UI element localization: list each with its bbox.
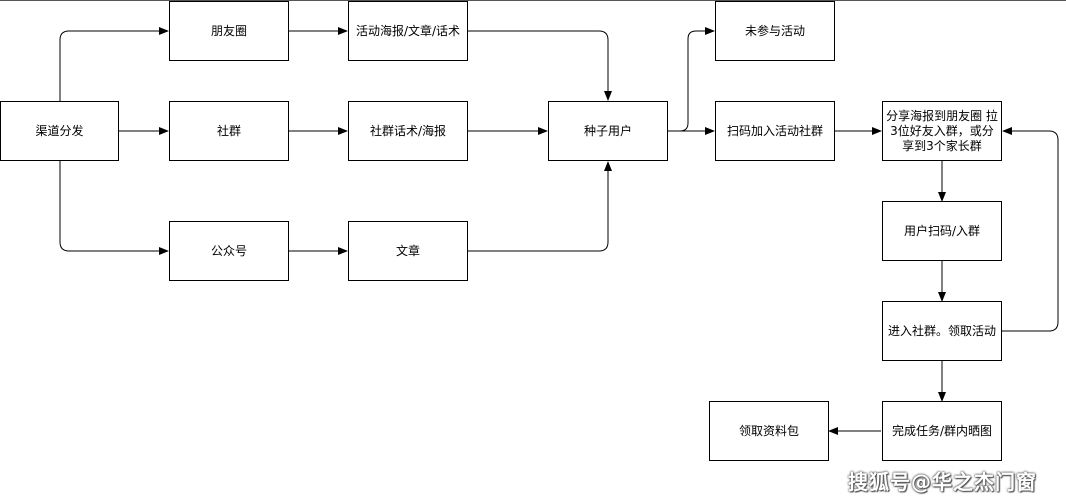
node-get-pack: 领取资料包 [709, 401, 829, 461]
node-scan-join: 扫码加入活动社群 [715, 101, 835, 161]
node-channel-label: 渠道分发 [35, 123, 84, 138]
node-article-label: 文章 [395, 243, 420, 258]
node-moments-content-label: 活动海报/文章/话术 [355, 23, 461, 38]
edge-channel-official [59, 161, 169, 255]
node-complete-task-label: 完成任务/群内晒图 [891, 423, 993, 438]
node-moments-content: 活动海报/文章/话术 [348, 1, 468, 61]
edge-moments-content-seed [468, 30, 612, 101]
node-moments: 朋友圈 [169, 1, 289, 61]
node-user-scan-label: 用户扫码/入群 [903, 223, 981, 238]
node-complete-task: 完成任务/群内晒图 [882, 401, 1002, 461]
node-enter-claim: 进入社群。领取活动 [882, 301, 1002, 361]
node-community: 社群 [169, 101, 289, 161]
node-get-pack-label: 领取资料包 [738, 423, 799, 438]
node-enter-claim-label: 进入社群。领取活动 [887, 323, 996, 338]
edge-channel-moments [59, 27, 169, 101]
edge-article-seed [468, 161, 612, 252]
node-seed-user-label: 种子用户 [583, 123, 632, 138]
node-share-task-label: 分享海报到朋友圈 拉3位好友入群，或分享到3个家长群 [886, 108, 998, 153]
node-channel: 渠道分发 [0, 101, 119, 161]
node-share-task: 分享海报到朋友圈 拉3位好友入群，或分享到3个家长群 [882, 101, 1002, 161]
node-not-joined: 未参与活动 [715, 1, 835, 61]
node-community-content-label: 社群话术/海报 [369, 123, 447, 138]
node-official-account: 公众号 [169, 221, 289, 281]
node-moments-label: 朋友圈 [210, 23, 247, 38]
node-official-account-label: 公众号 [210, 243, 247, 258]
edge-seed-notjoined [668, 27, 715, 132]
node-article: 文章 [348, 221, 468, 281]
node-scan-join-label: 扫码加入活动社群 [726, 123, 823, 138]
top-border [0, 0, 1066, 1]
watermark: 搜狐号@华之杰门窗 [848, 470, 1037, 494]
node-community-content: 社群话术/海报 [348, 101, 468, 161]
node-not-joined-label: 未参与活动 [744, 23, 805, 38]
node-seed-user: 种子用户 [548, 101, 668, 161]
node-user-scan: 用户扫码/入群 [882, 201, 1002, 261]
edge-enter-share-loop [1002, 127, 1059, 332]
node-community-label: 社群 [216, 123, 241, 138]
